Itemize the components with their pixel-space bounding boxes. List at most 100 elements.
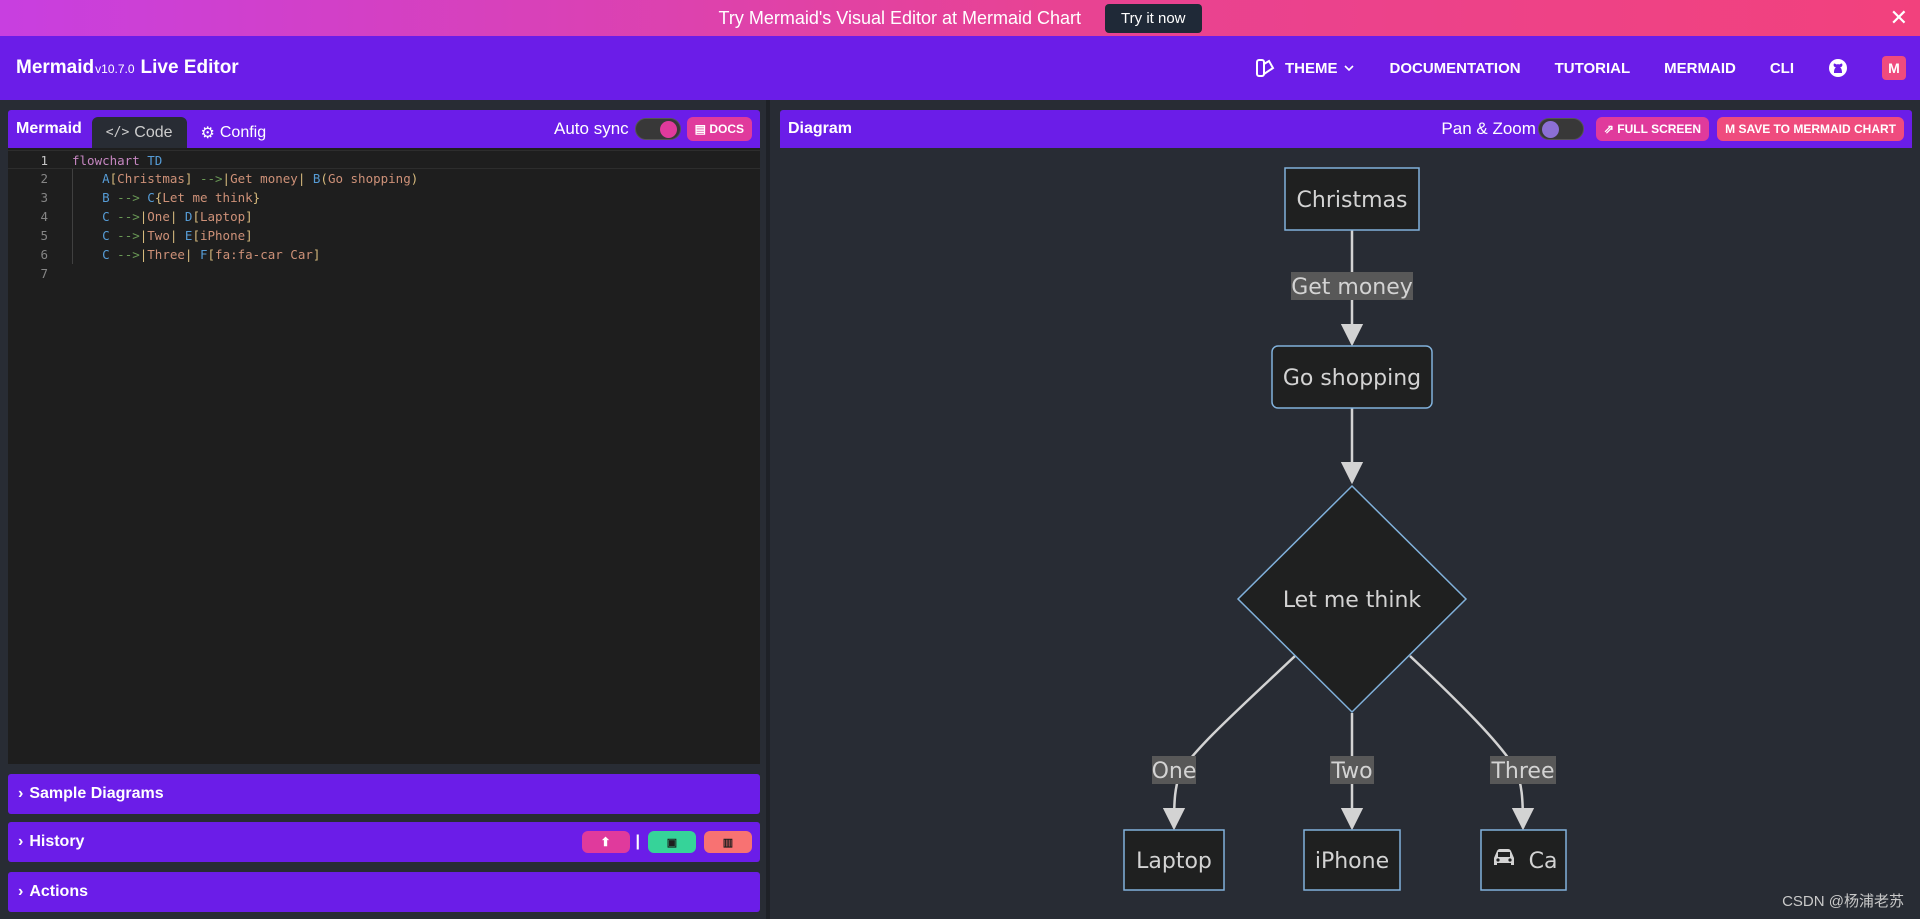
palette-icon: [1255, 59, 1275, 77]
code-line[interactable]: 2 A[Christmas] -->|Get money| B(Go shopp…: [8, 169, 760, 188]
tab-config[interactable]: ⚙ Config: [187, 117, 281, 148]
code-token: -->: [117, 209, 140, 224]
nav-documentation[interactable]: DOCUMENTATION: [1389, 59, 1521, 77]
code-token: [305, 171, 313, 186]
close-banner-icon[interactable]: ✕: [1889, 5, 1908, 30]
actions-accordion[interactable]: › Actions: [8, 872, 760, 912]
node-laptop-label: Laptop: [1136, 849, 1212, 874]
code-token: [72, 171, 102, 186]
nav-tutorial[interactable]: TUTORIAL: [1554, 59, 1631, 77]
chevron-right-icon: ›: [18, 785, 24, 802]
chevron-right-icon: ›: [18, 883, 24, 900]
save-icon: ▣: [666, 836, 678, 849]
delete-history-button[interactable]: ▥: [704, 831, 752, 853]
code-line[interactable]: 6 C -->|Three| F[fa:fa-car Car]: [8, 245, 760, 264]
github-icon[interactable]: [1828, 58, 1848, 78]
node-laptop[interactable]: [1123, 829, 1225, 891]
edge-label-bg: [1490, 756, 1556, 784]
pan-zoom-label: Pan & Zoom: [1441, 119, 1536, 138]
indent-guide: [72, 226, 73, 245]
diagram-title: Diagram: [788, 120, 853, 137]
code-line[interactable]: 7: [8, 264, 760, 283]
mermaid-icon: M: [1725, 122, 1739, 136]
line-code: flowchart TD: [72, 151, 162, 170]
editor-header: Mermaid </> Code ⚙ Config Auto sync ▤ DO…: [8, 110, 760, 148]
flowchart-diagram[interactable]: Get money One Two Three Christmas Go sho…: [770, 148, 1920, 919]
code-line[interactable]: 4 C -->|One| D[Laptop]: [8, 207, 760, 226]
code-line[interactable]: 3 B --> C{Let me think}: [8, 188, 760, 207]
code-token: Two: [147, 228, 170, 243]
docs-button[interactable]: ▤ DOCS: [686, 117, 752, 141]
history-accordion[interactable]: › History ⬆ | ▣ ▥: [8, 822, 760, 862]
code-token: [72, 247, 102, 262]
edge-label-get-money: Get money: [1291, 275, 1413, 300]
external-link-icon: ⇗: [1603, 122, 1618, 136]
code-token: (: [320, 171, 328, 186]
full-screen-label: FULL SCREEN: [1617, 122, 1702, 136]
node-go-shopping[interactable]: [1271, 345, 1433, 409]
node-iphone-label: iPhone: [1315, 849, 1389, 874]
watermark: CSDN @杨浦老苏: [1782, 893, 1904, 910]
code-token: ]: [312, 247, 321, 262]
code-token: -->: [117, 190, 140, 205]
node-let-me-think[interactable]: [1236, 484, 1468, 714]
code-token: iPhone: [199, 228, 246, 243]
code-token: C: [147, 190, 155, 205]
code-token: E: [184, 228, 193, 243]
trash-icon: ▥: [722, 836, 734, 849]
pane-divider[interactable]: [766, 100, 770, 919]
code-token: {: [154, 190, 163, 205]
code-token: [: [207, 247, 216, 262]
nav-cli[interactable]: CLI: [1769, 59, 1794, 77]
code-token: [72, 228, 102, 243]
line-number: 6: [40, 247, 48, 262]
indent-guide: [72, 188, 73, 207]
code-token: |: [184, 247, 193, 262]
code-token: C: [102, 209, 110, 224]
code-token: C: [102, 228, 110, 243]
save-to-mermaid-chart-button[interactable]: M SAVE TO MERMAID CHART: [1717, 117, 1904, 141]
sample-diagrams-accordion[interactable]: › Sample Diagrams: [8, 774, 760, 814]
upload-icon: ⬆: [600, 835, 611, 849]
line-code: C -->|Two| E[iPhone]: [72, 226, 253, 245]
code-token: [177, 228, 185, 243]
book-icon: ▤: [694, 122, 710, 136]
code-token: Get money: [230, 171, 298, 186]
indent-guide: [72, 207, 73, 226]
brand-name: Mermaid: [16, 57, 95, 78]
code-token: [: [192, 209, 200, 224]
pan-zoom-toggle[interactable]: [1537, 118, 1584, 140]
node-go-shopping-label: Go shopping: [1283, 366, 1421, 391]
code-token: |: [169, 209, 178, 224]
code-token: -->: [199, 171, 223, 186]
code-token: C: [102, 247, 110, 262]
edge-think-laptop: [1162, 655, 1296, 831]
node-let-me-think-label: Let me think: [1283, 588, 1422, 613]
code-token: A: [102, 171, 110, 186]
code-token: Laptop: [199, 209, 246, 224]
chevron-right-icon: ›: [18, 833, 24, 850]
auto-sync-toggle[interactable]: [634, 118, 681, 140]
car-icon: [1494, 849, 1514, 865]
gear-icon: ⚙: [200, 124, 215, 142]
save-history-button[interactable]: ▣: [648, 831, 696, 853]
code-token: }: [252, 190, 261, 205]
edge-label-three: Three: [1490, 759, 1554, 784]
theme-label: THEME: [1284, 59, 1338, 77]
mermaid-chart-logo-icon[interactable]: M: [1882, 56, 1906, 80]
upload-history-button[interactable]: ⬆: [581, 831, 630, 853]
code-line[interactable]: 5 C -->|Two| E[iPhone]: [8, 226, 760, 245]
nav-mermaid[interactable]: MERMAID: [1664, 59, 1736, 77]
try-it-now-button[interactable]: Try it now: [1105, 3, 1202, 33]
code-token: ]: [245, 209, 253, 224]
edge-think-car: [1409, 655, 1535, 831]
theme-menu[interactable]: THEME: [1255, 58, 1356, 78]
node-christmas[interactable]: [1284, 167, 1420, 231]
tab-code[interactable]: </> Code: [91, 117, 187, 148]
app-brand[interactable]: Mermaid v10.7.0 Live Editor: [16, 57, 239, 79]
code-token: Christmas: [117, 171, 185, 186]
full-screen-button[interactable]: ⇗ FULL SCREEN: [1595, 117, 1710, 141]
node-iphone[interactable]: [1303, 829, 1401, 891]
